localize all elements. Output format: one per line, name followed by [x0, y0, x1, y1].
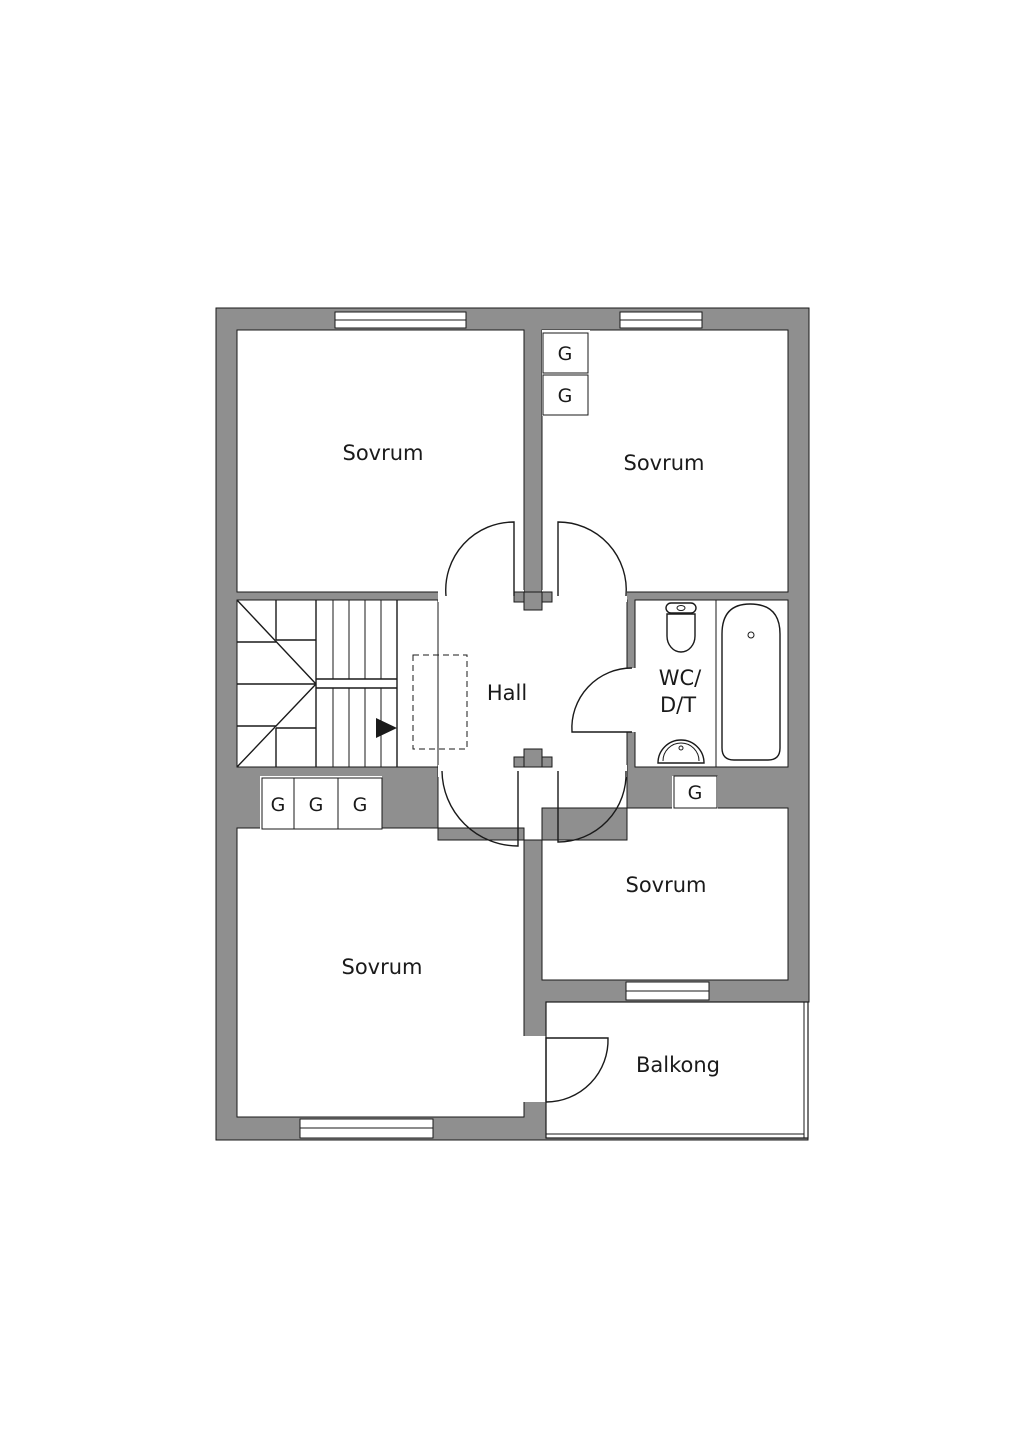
wall-stubs [513, 591, 553, 768]
stairs [236, 599, 398, 768]
door-bottom-right [557, 770, 627, 843]
door-top-left [445, 521, 515, 597]
room-label-sovrum-bottom-left: Sovrum [341, 955, 422, 979]
room-label-sovrum-top-right: Sovrum [623, 451, 704, 475]
bathtub [721, 603, 781, 761]
door-balcony [545, 1037, 609, 1103]
window-glazing [300, 319, 709, 1129]
storage-label: G [309, 794, 324, 816]
attic-hatch [412, 654, 468, 750]
door-bottom-left [441, 770, 519, 847]
door-wc [571, 667, 633, 733]
stair-arrow-icon [376, 718, 397, 738]
doors [441, 521, 633, 1103]
toilet [665, 602, 697, 653]
door-top-right [557, 521, 627, 597]
sink [657, 739, 705, 764]
room-label-balkong: Balkong [636, 1053, 720, 1077]
storage-label: G [688, 782, 703, 804]
room-label-hall: Hall [487, 681, 527, 705]
room-label-wc-line1: WC/ [659, 666, 702, 690]
storage-label: G [558, 343, 573, 365]
stair-treads [332, 600, 382, 767]
storage-boxes [261, 332, 718, 830]
room-label-wc-line2: D/T [660, 693, 696, 717]
room-label-sovrum-top-left: Sovrum [342, 441, 423, 465]
storage-label: G [558, 385, 573, 407]
room-label-sovrum-mid-right: Sovrum [625, 873, 706, 897]
storage-label: G [271, 794, 286, 816]
bathroom-fixtures [657, 600, 781, 767]
storage-label: G [353, 794, 368, 816]
balcony-outline [545, 1001, 809, 1139]
bathtub-drain [747, 631, 755, 639]
